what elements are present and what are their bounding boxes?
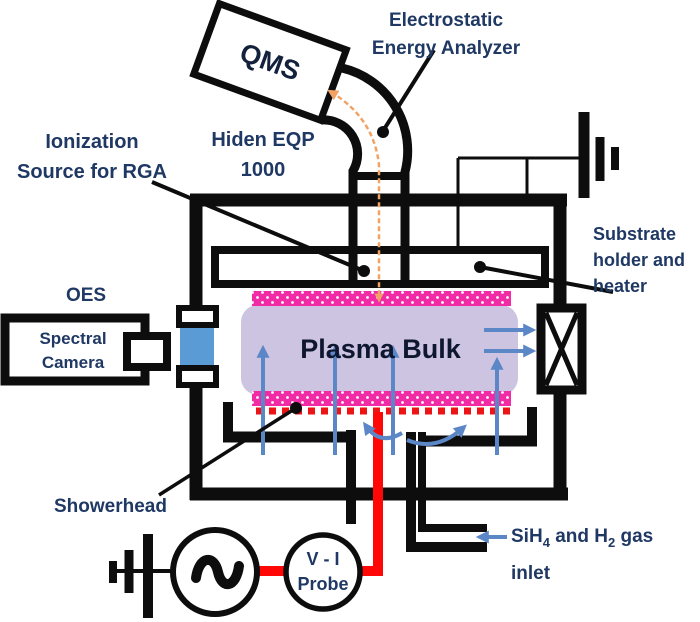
hiden-eqp-label: Hiden EQP 1000 <box>211 129 315 181</box>
ion-beam-path <box>327 89 384 303</box>
electrostatic-energy-analyzer-label: Electrostatic Energy Analyzer <box>371 10 521 59</box>
gas-flow-arrows <box>256 323 537 544</box>
camera-lens <box>123 332 171 371</box>
sheath-top <box>252 291 511 306</box>
plasma-bulk-label: Plasma Bulk <box>300 334 461 364</box>
sine-wave-icon <box>191 555 244 589</box>
viewport-window <box>176 305 219 388</box>
ground-symbol-bottom-left <box>109 534 177 618</box>
gas-inlet-label: SiH4 and H2 gas inlet <box>511 526 654 584</box>
pointer-lines <box>151 48 614 497</box>
valve-window-icon <box>536 303 587 395</box>
showerhead-label: Showerhead <box>54 496 167 517</box>
plasma-bulk-area <box>241 305 518 395</box>
vi-probe-circle <box>283 532 363 612</box>
qms-box <box>189 0 351 125</box>
oes-label: OES <box>65 285 107 306</box>
oes-camera <box>0 313 171 386</box>
ionization-source-label: Ionization Source for RGA <box>16 131 168 183</box>
ground-symbol-top-right <box>456 112 619 250</box>
gas-inlet-pipe <box>406 432 487 552</box>
ac-source-icon <box>170 527 260 617</box>
substrate-holder-label: Substrate holder and heater <box>593 224 686 296</box>
vi-probe-label: V - I Probe <box>297 549 349 594</box>
sheath-bottom <box>252 391 511 406</box>
spectral-camera-label: Spectral Camera <box>39 329 107 372</box>
